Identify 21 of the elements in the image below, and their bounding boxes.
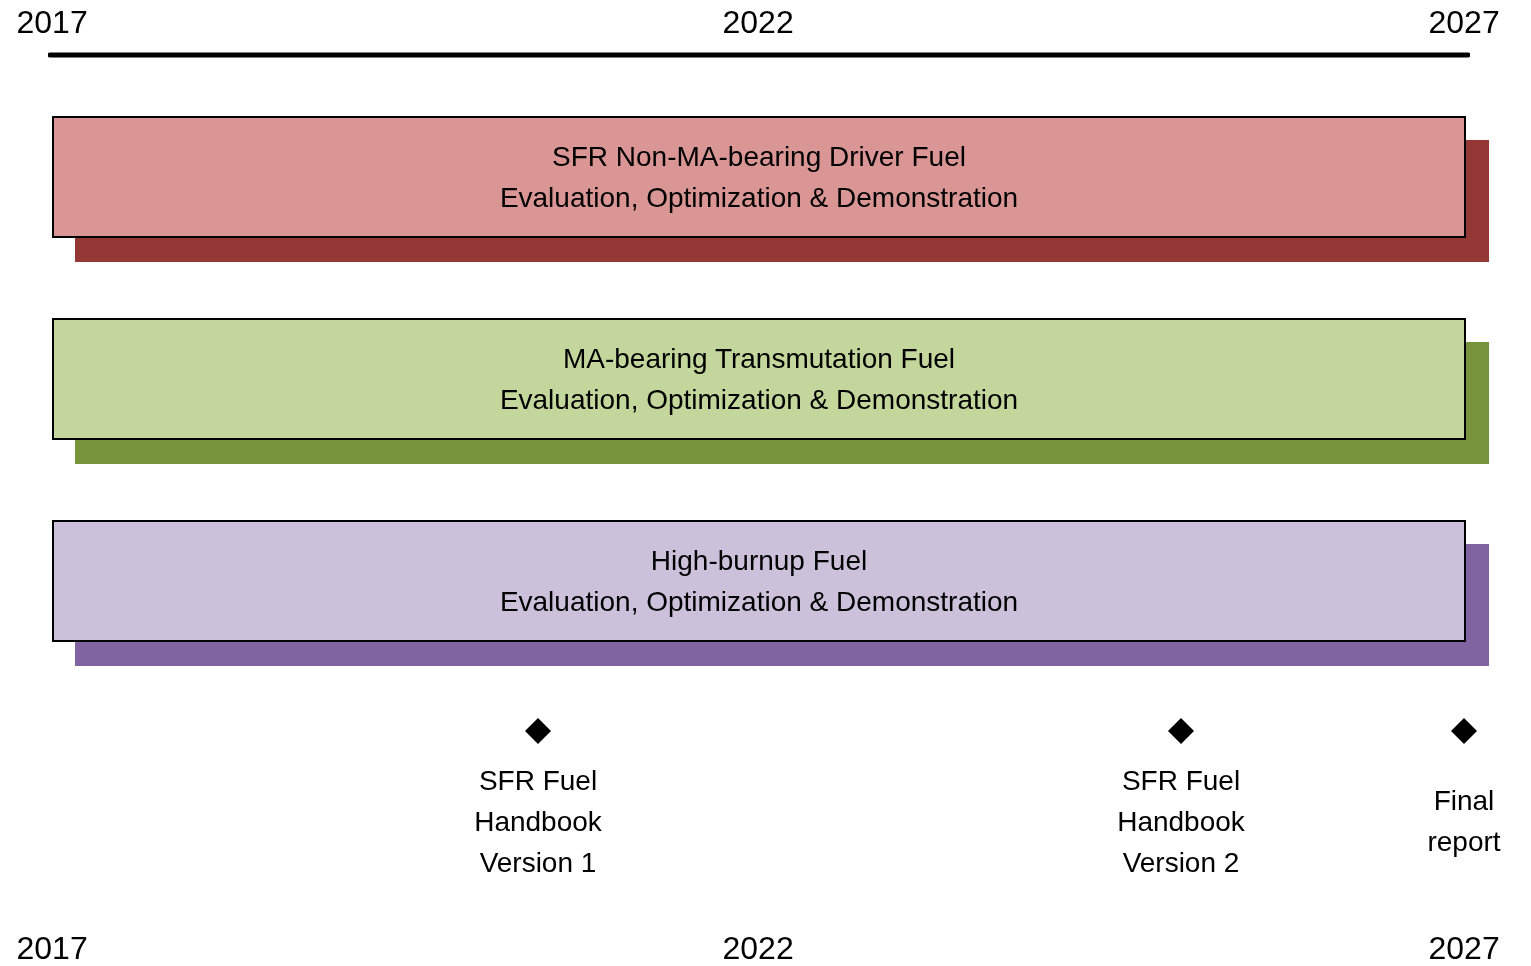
year-label: 2022 [722,930,794,966]
milestone-diamond [1167,717,1195,745]
year-label: 2017 [16,930,88,966]
milestone-diamond [1450,717,1478,745]
year-label: 2022 [722,4,794,40]
bar-title: SFR Non-MA-bearing Driver Fuel [552,140,966,174]
bar-title: MA-bearing Transmutation Fuel [562,342,956,376]
timeline-bar [52,116,1466,238]
milestone-label: SFR Fuel Handbook Version 1 [473,763,603,880]
bar-subtitle: Evaluation, Optimization & Demonstration [499,383,1019,417]
timeline-bar [52,520,1466,642]
milestone-label: Final report [1426,784,1502,859]
bar-title: High-burnup Fuel [650,544,868,578]
timeline-bar [52,318,1466,440]
year-label: 2017 [16,4,88,40]
milestone-label: SFR Fuel Handbook Version 2 [1116,763,1246,880]
bar-subtitle: Evaluation, Optimization & Demonstration [499,585,1019,619]
bar-subtitle: Evaluation, Optimization & Demonstration [499,181,1019,215]
year-label: 2027 [1428,4,1500,40]
milestone-diamond [524,717,552,745]
year-label: 2027 [1428,930,1500,966]
